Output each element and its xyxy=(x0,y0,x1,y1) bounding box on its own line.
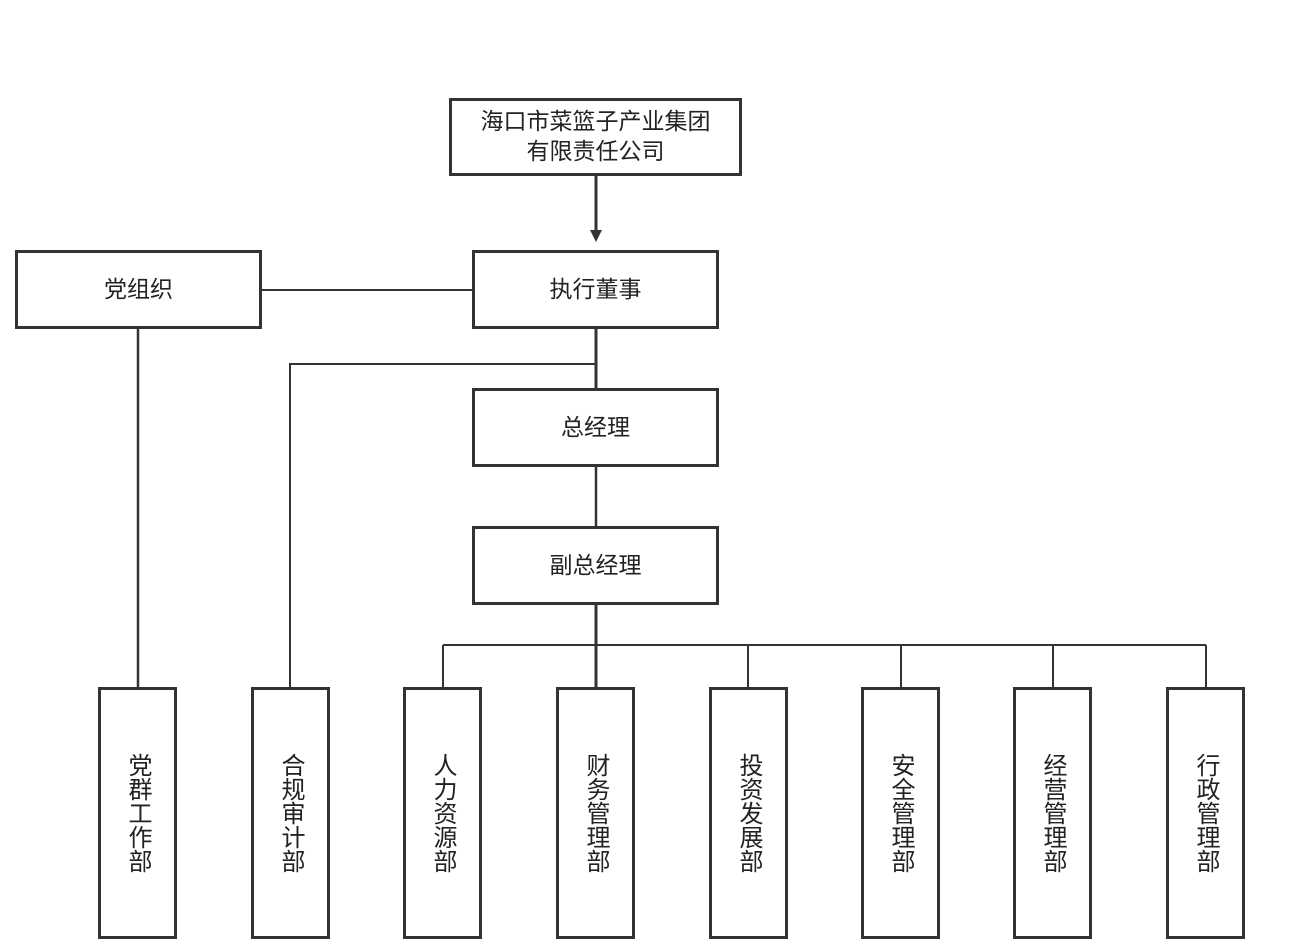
department-label: 行政管理部 xyxy=(1192,753,1220,873)
executive-director-label: 执行董事 xyxy=(549,276,642,303)
department-operations-management: 经营管理部 xyxy=(1013,687,1092,939)
department-human-resources: 人力资源部 xyxy=(403,687,482,939)
deputy-general-manager-label: 副总经理 xyxy=(549,552,642,579)
company-name-line2: 有限责任公司 xyxy=(526,139,665,165)
department-investment-development: 投资发展部 xyxy=(709,687,788,939)
department-label: 安全管理部 xyxy=(887,753,915,873)
executive-to-compliance-connector xyxy=(289,363,596,688)
executive-director-node: 执行董事 xyxy=(472,250,719,329)
deputy-general-manager-node: 副总经理 xyxy=(472,526,719,605)
company-node: 海口市菜篮子产业集团 有限责任公司 xyxy=(449,98,742,176)
department-label: 财务管理部 xyxy=(582,753,610,873)
department-safety-management: 安全管理部 xyxy=(861,687,940,939)
department-party-mass-work: 党群工作部 xyxy=(98,687,177,939)
party-organization-label: 党组织 xyxy=(104,276,173,303)
general-manager-node: 总经理 xyxy=(472,388,719,467)
company-name: 海口市菜篮子产业集团 有限责任公司 xyxy=(481,107,711,167)
department-label: 经营管理部 xyxy=(1039,753,1067,873)
department-administration-management: 行政管理部 xyxy=(1166,687,1245,939)
company-name-line1: 海口市菜篮子产业集团 xyxy=(480,109,711,135)
department-label: 投资发展部 xyxy=(735,753,763,873)
department-label: 党群工作部 xyxy=(124,753,152,873)
party-organization-node: 党组织 xyxy=(15,250,262,329)
department-label: 合规审计部 xyxy=(277,753,305,873)
department-finance-management: 财务管理部 xyxy=(556,687,635,939)
department-compliance-audit: 合规审计部 xyxy=(251,687,330,939)
general-manager-label: 总经理 xyxy=(561,414,630,441)
department-label: 人力资源部 xyxy=(429,753,457,873)
